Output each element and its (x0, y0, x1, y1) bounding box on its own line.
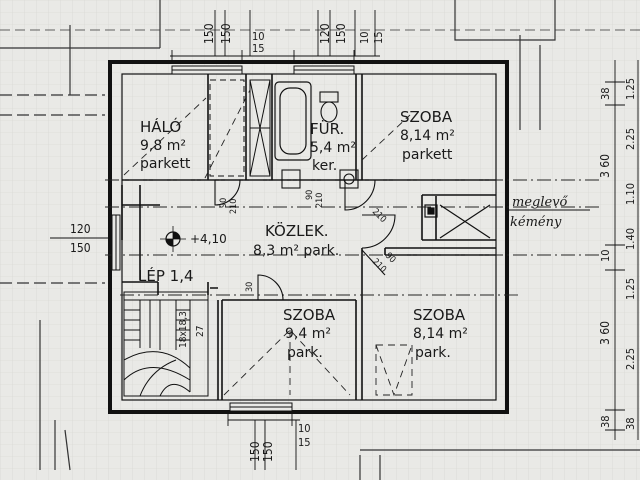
level-label: +4,10 (190, 232, 227, 246)
room-furdo-floor: ker. (312, 158, 337, 174)
room-szoba-top-name: SZOBA (400, 108, 453, 126)
stair-note-2: 27 (195, 326, 206, 337)
dim-bottom-w2-b: 15 (298, 436, 311, 449)
dimension-lines (50, 10, 639, 470)
room-szoba-mid: SZOBA 9,4 m² park. (283, 306, 336, 361)
dim-door-90-a: 90 (219, 198, 229, 208)
dim-right-2-d: 1.40 (624, 228, 637, 250)
dim-top-w1-a: 150 (202, 23, 216, 44)
stairs (123, 291, 209, 397)
dim-right-1-d: 3 60 (598, 321, 612, 345)
room-szoba-top-area: 8,14 m² (400, 128, 455, 144)
room-kozlek-name: KÖZLEK. (265, 221, 329, 240)
dim-top-w2-a: 10 (252, 30, 265, 43)
room-szoba-mid-area: 9,4 m² (285, 326, 331, 342)
bathtub (274, 81, 312, 161)
dim-door-210-b: 210 (315, 193, 325, 208)
toilet (319, 91, 339, 123)
dim-right-2-e: 1.25 (624, 278, 637, 300)
room-szoba-top: SZOBA 8,14 m² parkett (400, 108, 455, 163)
level-marker (160, 226, 186, 252)
left-dimensions: 120 150 (70, 222, 91, 255)
chimney-note-line2: kémény (510, 215, 562, 230)
dim-right-1-c: 10 (599, 249, 612, 262)
dim-right-2-b: 2.25 (624, 128, 637, 150)
room-furdo-area: 5,4 m² (310, 140, 356, 156)
chimney-note-line1: meglevő (512, 195, 569, 210)
room-furdo: FÜR. 5,4 m² ker. (310, 119, 356, 174)
room-kozlek: KÖZLEK. 8,3 m² park. (253, 221, 339, 259)
dim-top-w4-b: 15 (372, 31, 385, 44)
room-lep-label: LÉP 1,4 (138, 266, 194, 285)
top-dimensions: 150 150 10 15 120 150 10 15 (202, 23, 385, 55)
dim-right-1-a: 38 (599, 87, 612, 100)
bottom-dimensions: 150 150 10 15 (248, 422, 311, 462)
dim-left-b: 150 (70, 241, 91, 255)
right-dimensions: 38 3 60 10 3 60 38 1.25 2.25 1.10 1.40 1… (598, 78, 637, 430)
dim-bottom-w2-a: 10 (298, 422, 311, 435)
room-szoba-mid-floor: park. (287, 345, 323, 361)
dim-door-210-a: 210 (229, 199, 239, 214)
dim-door-90-b: 90 (305, 190, 315, 200)
room-szoba-right-floor: park. (415, 345, 451, 361)
dim-top-w3-a: 120 (318, 23, 332, 44)
dim-top-w3-b: 150 (334, 23, 348, 44)
doors (214, 179, 396, 301)
room-szoba-right-area: 8,14 m² (413, 326, 468, 342)
room-halo: HÁLÓ 9,8 m² parkett (140, 117, 191, 172)
room-szoba-top-floor: parkett (402, 147, 453, 163)
dim-door-30: 30 (245, 282, 255, 292)
room-szoba-right-name: SZOBA (413, 306, 466, 324)
room-kozlek-area: 8,3 m² park. (253, 243, 339, 259)
room-szoba-mid-name: SZOBA (283, 306, 336, 324)
dim-right-2-a: 1.25 (624, 78, 637, 100)
windows (111, 65, 355, 412)
dim-left-a: 120 (70, 222, 91, 236)
axis-lines (105, 179, 600, 296)
dim-top-w2-b: 15 (252, 42, 265, 55)
dim-right-2-c: 1.10 (624, 183, 637, 205)
dim-right-2-f: 2.25 (624, 348, 637, 370)
wardrobe (209, 79, 271, 177)
room-halo-floor: parkett (140, 156, 191, 172)
dim-right-1-e: 38 (599, 415, 612, 428)
dim-top-w4-a: 10 (358, 31, 371, 44)
room-furdo-name: FÜR. (310, 119, 344, 138)
washbasin (281, 169, 359, 189)
dim-right-2-g: 38 (624, 417, 637, 430)
roof-window-lines (123, 89, 413, 397)
dim-top-w1-b: 150 (219, 23, 233, 44)
room-szoba-right: SZOBA 8,14 m² park. (413, 306, 468, 361)
stair-note-1: 18x18,3 (178, 311, 189, 348)
chimney (424, 204, 491, 239)
room-halo-name: HÁLÓ (140, 117, 181, 136)
room-halo-area: 9,8 m² (140, 138, 186, 154)
dim-bottom-w1-b: 150 (261, 441, 275, 462)
dim-bottom-w1-a: 150 (248, 441, 262, 462)
dim-right-1-b: 3 60 (598, 154, 612, 178)
